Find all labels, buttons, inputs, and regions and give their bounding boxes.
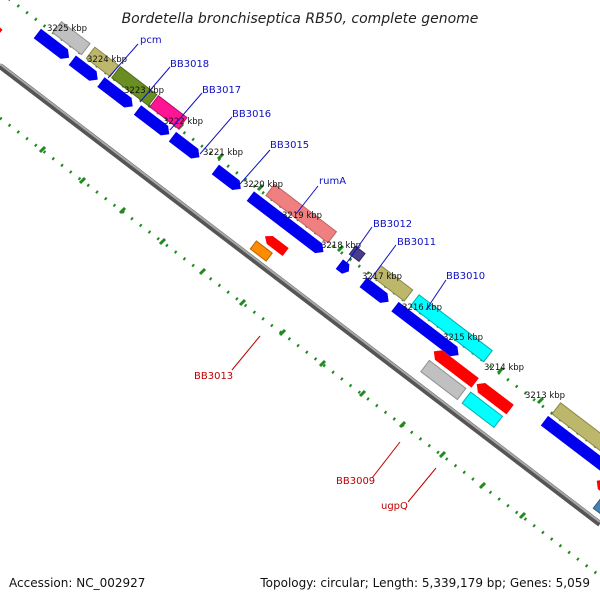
gene-feature-gray[interactable] <box>52 21 91 56</box>
forward-gene-callouts <box>107 43 447 311</box>
gene-arrow-blue[interactable] <box>391 301 462 360</box>
gene-label-ruma[interactable]: rumA <box>319 176 346 187</box>
gene-arrow-red[interactable] <box>262 232 289 257</box>
kbp-label: 3215 kbp <box>443 333 483 343</box>
kbp-label: 3216 kbp <box>402 303 442 313</box>
gene-feature-steelblue[interactable] <box>592 496 600 524</box>
inner-tick-marks <box>38 145 527 520</box>
kbp-label: 3214 kbp <box>484 363 524 373</box>
topology-text: Topology: circular; Length: 5,339,179 bp… <box>259 576 590 590</box>
gene-label-bb3009[interactable]: BB3009 <box>336 476 375 487</box>
kbp-label: 3222 kbp <box>163 117 203 127</box>
gene-label-ugpq[interactable]: ugpQ <box>381 501 408 512</box>
kbp-label: 3220 kbp <box>243 180 283 190</box>
reverse-gene-labels: BB3013 BB3009 ugpQ <box>194 371 408 512</box>
kbp-label: 3219 kbp <box>282 211 322 221</box>
dotted-track-inner <box>0 116 600 578</box>
gene-feature-cyan[interactable] <box>409 294 493 363</box>
forward-genes <box>33 21 600 491</box>
forward-gene-labels: pcm BB3018 BB3017 BB3016 BB3015 rumA BB3… <box>140 35 485 282</box>
kbp-label: 3217 kbp <box>362 272 402 282</box>
gene-label-bb3013[interactable]: BB3013 <box>194 371 233 382</box>
kbp-label: 3221 kbp <box>203 148 243 158</box>
gene-label-pcm[interactable]: pcm <box>140 35 162 46</box>
gene-arrow-blue[interactable] <box>211 164 245 194</box>
gene-arrow-blue[interactable] <box>97 77 136 111</box>
gene-arrow-blue[interactable] <box>33 28 73 63</box>
gene-arrow-blue[interactable] <box>133 105 173 139</box>
gene-arrow-blue[interactable] <box>335 259 353 276</box>
gene-label-bb3016[interactable]: BB3016 <box>232 109 271 120</box>
gene-arrow-red[interactable] <box>430 347 479 388</box>
map-title: Bordetella bronchiseptica RB50, complete… <box>122 11 479 27</box>
gene-label-bb3017[interactable]: BB3017 <box>202 85 241 96</box>
gene-feature-cyan[interactable] <box>461 391 504 429</box>
gene-arrow-blue[interactable] <box>359 277 393 307</box>
gene-label-bb3015[interactable]: BB3015 <box>270 140 309 151</box>
gene-arrow-blue[interactable] <box>246 191 327 256</box>
reverse-genes <box>0 8 600 524</box>
kbp-label: 3213 kbp <box>525 391 565 401</box>
gene-arrow-blue[interactable] <box>68 55 102 84</box>
gene-feature-orange[interactable] <box>249 240 273 262</box>
gene-arrow-blue[interactable] <box>540 415 600 491</box>
accession-text: Accession: NC_002927 <box>9 576 145 590</box>
gene-label-bb3012[interactable]: BB3012 <box>373 219 412 230</box>
gene-arrow-red[interactable] <box>593 476 600 502</box>
gene-label-bb3011[interactable]: BB3011 <box>397 237 436 248</box>
kbp-label: 3225 kbp <box>47 24 87 34</box>
genome-backbone <box>0 63 600 527</box>
gene-arrow-red[interactable] <box>473 379 514 415</box>
gene-feature-silver[interactable] <box>420 359 467 401</box>
kbp-labels: 3225 kbp 3224 kbp 3223 kbp 3222 kbp 3221… <box>47 24 565 401</box>
kbp-label: 3218 kbp <box>321 241 361 251</box>
gene-feature-slate[interactable] <box>348 245 366 263</box>
kbp-label: 3224 kbp <box>87 55 127 65</box>
gene-label-bb3010[interactable]: BB3010 <box>446 271 485 282</box>
kbp-label: 3223 kbp <box>124 86 164 96</box>
gene-label-bb3018[interactable]: BB3018 <box>170 59 209 70</box>
gene-arrow-red[interactable] <box>0 8 3 40</box>
reverse-gene-callouts <box>231 335 437 503</box>
gene-feature-khaki[interactable] <box>551 402 600 476</box>
gene-feature-salmon[interactable] <box>265 183 338 244</box>
gene-arrow-blue[interactable] <box>168 131 203 162</box>
